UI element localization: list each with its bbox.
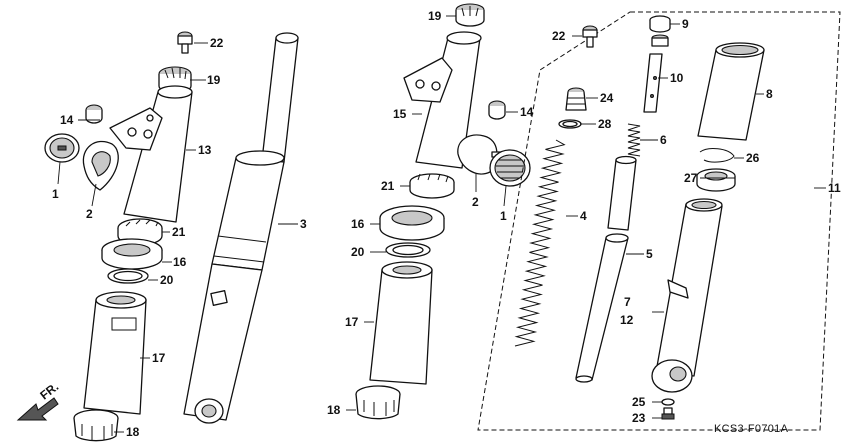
callout-1-left: 1	[52, 187, 59, 201]
callout-11: 11	[828, 181, 841, 195]
tube-5	[575, 155, 637, 383]
callout-5: 5	[646, 247, 653, 261]
front-arrow-icon: FR.	[16, 380, 61, 421]
fork-leg-3-left	[183, 32, 299, 424]
spring-6	[627, 123, 641, 157]
ring-20-left	[107, 268, 149, 284]
callout-4: 4	[580, 209, 587, 223]
bearing-16-middle	[379, 205, 445, 241]
callout-18-middle: 18	[327, 403, 341, 417]
washer-25	[661, 398, 675, 406]
bolt-22-left	[177, 31, 193, 54]
clip-26	[699, 148, 735, 163]
callout-9: 9	[682, 17, 689, 31]
tube-8	[697, 42, 765, 141]
cover-17-left	[83, 291, 147, 415]
spring-4	[514, 139, 566, 347]
nut-21-left	[117, 218, 163, 246]
nut-21-middle	[409, 173, 455, 199]
bracket-13-left	[109, 85, 193, 223]
callout-8: 8	[766, 87, 773, 101]
slider-7-12	[651, 198, 723, 393]
bolt-22-right	[582, 25, 598, 48]
cap-19-middle	[455, 3, 485, 27]
nut-18-left	[73, 409, 119, 442]
cap-9	[649, 15, 671, 47]
callout-3: 3	[300, 217, 307, 231]
nut-18-middle	[355, 385, 401, 420]
callout-14-left: 14	[60, 113, 74, 127]
leader-lines	[57, 15, 826, 433]
piece-24	[565, 87, 587, 111]
callout-2-left: 2	[86, 207, 93, 221]
rod-10	[643, 53, 663, 113]
callout-26: 26	[746, 151, 760, 165]
cover-17-middle	[369, 261, 433, 385]
damper-2-left	[82, 140, 119, 191]
bearing-16-left	[101, 238, 163, 270]
callout-28: 28	[598, 117, 612, 131]
cover-1-middle	[489, 149, 531, 187]
callout-16-left: 16	[173, 255, 187, 269]
direction-label: FR.	[37, 380, 61, 403]
callout-12: 12	[620, 313, 634, 327]
cap-19-left	[158, 66, 192, 94]
callout-17-middle: 17	[345, 315, 359, 329]
callout-20-middle: 20	[351, 245, 365, 259]
callout-23: 23	[632, 411, 646, 425]
callout-14-middle: 14	[520, 105, 534, 119]
callout-22-right: 22	[552, 29, 566, 43]
callout-15: 15	[393, 107, 407, 121]
bolt-23	[661, 407, 675, 420]
callout-1-middle: 1	[500, 209, 507, 223]
callout-18-left: 18	[126, 425, 140, 439]
ring-28	[558, 119, 582, 129]
callout-22-left: 22	[210, 36, 224, 50]
callout-7: 7	[624, 295, 631, 309]
seal-27	[696, 168, 736, 192]
callout-27: 27	[684, 171, 698, 185]
callout-20-left: 20	[160, 273, 174, 287]
assembly-boundary	[477, 11, 841, 431]
grommet-14-middle	[488, 100, 506, 120]
callout-21-left: 21	[172, 225, 186, 239]
callout-16-middle: 16	[351, 217, 365, 231]
callout-6: 6	[660, 133, 667, 147]
ring-20-middle	[385, 242, 431, 258]
callout-10: 10	[670, 71, 684, 85]
callout-25: 25	[632, 395, 646, 409]
callout-13: 13	[198, 143, 212, 157]
diagram-code: KCS3-F0701A	[714, 423, 789, 435]
callout-19-left: 19	[207, 73, 221, 87]
callout-numbers: 22 19 14 13 1 2 21 16 20 17 18 3 19 15 1…	[52, 9, 841, 439]
callout-2-middle: 2	[472, 195, 479, 209]
callout-21-middle: 21	[381, 179, 395, 193]
bracket-15-middle	[403, 31, 482, 169]
callout-24: 24	[600, 91, 614, 105]
callout-19-middle: 19	[428, 9, 442, 23]
callout-17-left: 17	[152, 351, 166, 365]
cover-1-left	[44, 133, 80, 163]
